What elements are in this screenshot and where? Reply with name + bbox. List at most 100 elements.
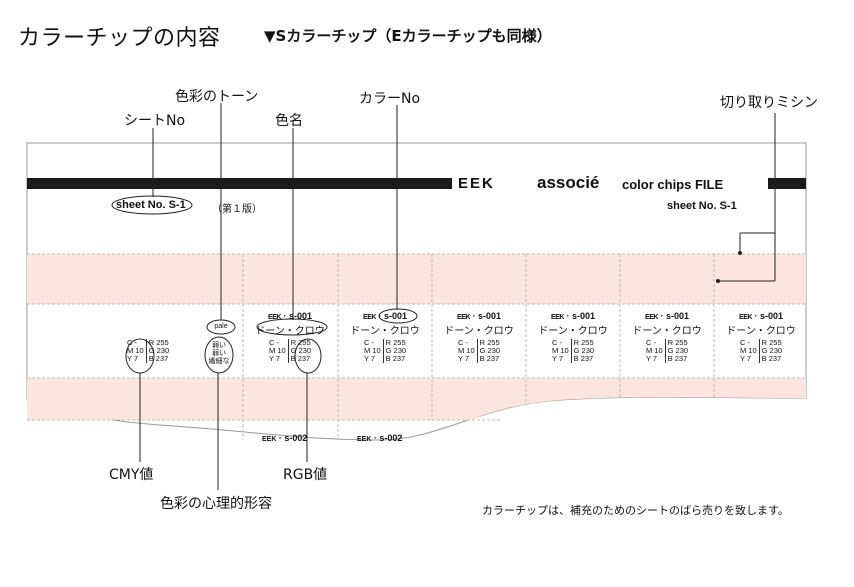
chip-color-name: ドーン・クロウ xyxy=(632,326,702,337)
rgb-value: G 230 xyxy=(761,346,783,355)
header-bar xyxy=(27,178,806,189)
rgb-value: G 230 xyxy=(667,346,689,355)
rgb-value: G 230 xyxy=(573,346,595,355)
rgb-value: B 237 xyxy=(479,354,500,363)
rgb-value: R 255 xyxy=(573,338,594,347)
sheet-no-oval xyxy=(111,195,193,215)
product-name: color chips FILE xyxy=(622,177,724,192)
rgb-value: B 237 xyxy=(667,354,688,363)
rgb-value: R 255 xyxy=(761,338,782,347)
chip-code: EEK · s-001 xyxy=(363,311,407,321)
psych-oval xyxy=(204,336,234,374)
next-chip-code: EEK · s-002 xyxy=(357,433,403,443)
chip-code-text: s-001 xyxy=(383,311,407,321)
rgb-value: G 230 xyxy=(385,346,407,355)
chip-color-name: ドーン・クロウ xyxy=(255,326,325,337)
chip-code-text: s-001 xyxy=(759,311,783,321)
chip-maker: EEK xyxy=(645,314,658,321)
cmy-value: M 10 xyxy=(643,347,666,355)
perforation-dot xyxy=(716,279,720,283)
callout-sheet-no: シートNo xyxy=(124,113,186,129)
chip-code: EEK · s-001 xyxy=(268,311,312,321)
chip-color-name: ドーン・クロウ xyxy=(726,326,796,337)
cmy-value: C - xyxy=(361,339,384,347)
cmy-value: C - xyxy=(737,339,760,347)
rgb-value: R 255 xyxy=(385,338,406,347)
cmy-value: Y 7 xyxy=(737,355,760,363)
chip-code-text: s-001 xyxy=(288,311,312,321)
edition-label: （第１版） xyxy=(212,204,262,215)
chip-maker: EEK xyxy=(551,314,564,321)
callout-tone: 色彩のトーン xyxy=(175,89,259,105)
chip-color-name: ドーン・クロウ xyxy=(444,326,514,337)
color-name-oval xyxy=(256,318,328,336)
cmy-value: C - xyxy=(125,339,147,347)
perforation-dot xyxy=(738,251,742,255)
brand-logo: EEK xyxy=(458,175,495,192)
rgb-value: G 230 xyxy=(148,346,170,355)
callout-color-no: カラーNo xyxy=(359,91,421,107)
rgb-value: R 255 xyxy=(290,338,311,347)
chip-band-bottom xyxy=(27,378,806,420)
chip-code-text: s-001 xyxy=(665,311,689,321)
chip-maker: EEK xyxy=(457,314,470,321)
rgb-value: G 230 xyxy=(479,346,501,355)
brand-name: associé xyxy=(537,173,600,192)
callout-rgb: RGB値 xyxy=(283,467,328,483)
cmy-value: Y 7 xyxy=(455,355,478,363)
cmy-value: C - xyxy=(455,339,478,347)
chip-color-name: ドーン・クロウ xyxy=(538,326,608,337)
cmy-value: Y 7 xyxy=(266,355,289,363)
cmy-value: Y 7 xyxy=(125,355,147,363)
cmy-value: Y 7 xyxy=(549,355,572,363)
chip-code-text: s-001 xyxy=(477,311,501,321)
sheet-label-left: sheet No. S-1 xyxy=(116,199,186,211)
cmy-value: C - xyxy=(643,339,666,347)
callout-cmy: CMY値 xyxy=(109,467,154,483)
chip-code-text: s-001 xyxy=(571,311,595,321)
psych-descriptors: 弱い 弱い 繊細な xyxy=(205,342,233,366)
rgb-value: B 237 xyxy=(761,354,782,363)
chip-code: EEK · s-001 xyxy=(739,311,783,321)
rgb-value: R 255 xyxy=(148,338,169,347)
next-chip-code-text: s-002 xyxy=(284,433,308,443)
cmy-value: M 10 xyxy=(361,347,384,355)
rgb-value: B 237 xyxy=(290,354,311,363)
rgb-value: B 237 xyxy=(385,354,406,363)
chip-color-name: ドーン・クロウ xyxy=(350,326,420,337)
rgb-value: R 255 xyxy=(667,338,688,347)
page-subtitle: ▼Sカラーチップ（Eカラーチップも同様） xyxy=(264,27,552,45)
rgb-value: R 255 xyxy=(479,338,500,347)
cmy-value: M 10 xyxy=(549,347,572,355)
next-chip-maker: EEK xyxy=(357,436,372,443)
cmy-value: M 10 xyxy=(737,347,760,355)
cmy-value: Y 7 xyxy=(643,355,666,363)
chip-maker: EEK xyxy=(363,314,376,321)
cmy-value: C - xyxy=(549,339,572,347)
callout-color-name: 色名 xyxy=(275,113,303,129)
footnote: カラーチップは、補充のためのシートのばら売りを致します。 xyxy=(482,504,789,517)
chip-maker: EEK xyxy=(739,314,752,321)
tone-oval xyxy=(206,319,236,335)
cmy-value: M 10 xyxy=(125,347,147,355)
header-bar-gap xyxy=(452,174,768,193)
chip-code: EEK · s-001 xyxy=(551,311,595,321)
sheet-label-right: sheet No. S-1 xyxy=(667,200,737,212)
cmy-value: M 10 xyxy=(266,347,289,355)
cmy-value: M 10 xyxy=(455,347,478,355)
color-no-oval xyxy=(378,308,418,324)
chip-code: EEK · s-001 xyxy=(457,311,501,321)
rgb-value: B 237 xyxy=(148,354,169,363)
